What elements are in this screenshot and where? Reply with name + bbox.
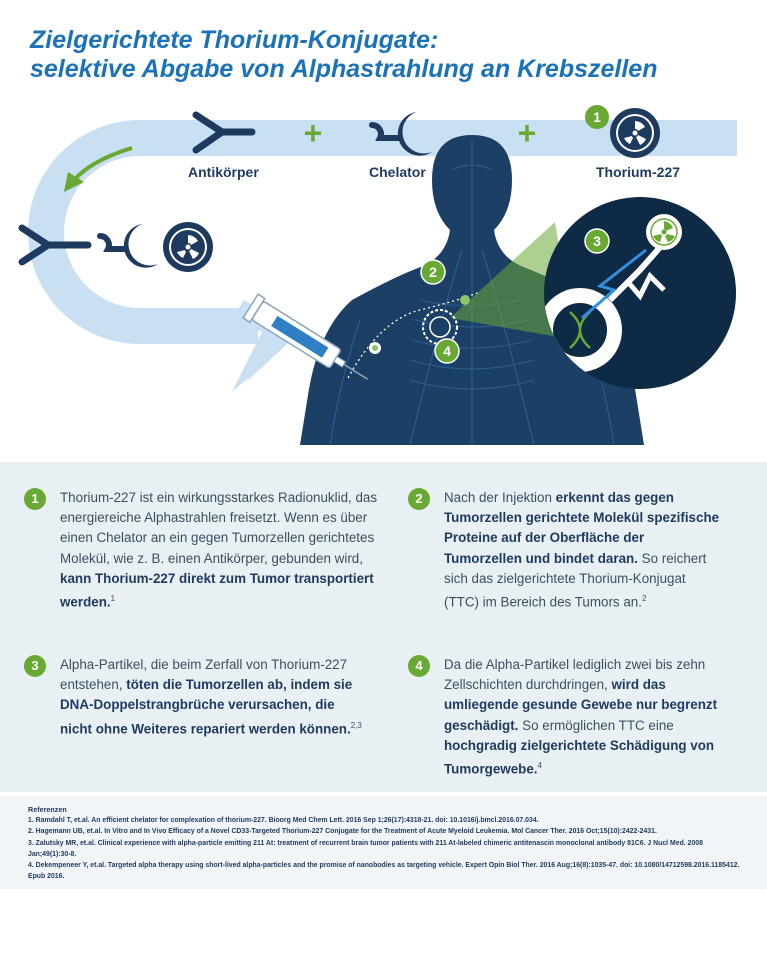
step-1-text-bold: kann Thorium-227 direkt zum Tumor transp…	[60, 570, 374, 610]
step-2-badge: 2	[408, 488, 430, 510]
step-2-text-plain-2: So reichert sich das zielgerichtete Thor…	[444, 550, 707, 610]
label-antibody: Antikörper	[188, 164, 259, 180]
step-marker-1: 1	[585, 105, 609, 129]
step-3-ref: 2,3	[350, 720, 362, 730]
svg-text:1: 1	[593, 109, 601, 125]
zoom-cone	[450, 222, 575, 340]
step-2-ref: 2	[641, 594, 647, 604]
conjugate-antibody-icon	[18, 224, 92, 266]
step-2-text: 2 Nach der Injektion erkennt das gegen T…	[408, 488, 722, 613]
step-4-text-bold-2: hochgradig zielgerichtete Schädigung von…	[444, 737, 715, 777]
step-2-text-plain: Nach der Injektion	[444, 490, 556, 505]
step-1-ref: 1	[110, 594, 116, 604]
reference-item: 4. Dekempeneer Y, et.al. Targeted alpha …	[28, 862, 740, 881]
svg-text:4: 4	[443, 343, 451, 359]
title-line-1: Zielgerichtete Thorium-Konjugate:	[30, 26, 439, 54]
step-4-text-plain-2: So ermöglichen TTC eine	[518, 717, 674, 733]
title-line-2: selektive Abgabe von Alphastrahlung an K…	[30, 55, 658, 83]
svg-text:3: 3	[593, 233, 601, 249]
step-4-text-plain: Da die Alpha-Partikel lediglich zwei bis…	[444, 657, 706, 693]
green-return-arrow	[64, 146, 133, 192]
plus-sign-1: +	[304, 115, 323, 151]
antibody-icon	[192, 111, 256, 154]
references-section: Referenzen 1. Ramdahl T, et.al. An effic…	[0, 796, 767, 889]
references-heading: Referenzen	[28, 805, 67, 814]
step-3-text-plain: Alpha-Partikel, die beim Zerfall von Tho…	[60, 657, 348, 693]
steps-panel: 1 Thorium-227 ist ein wirkungsstarkes Ra…	[0, 462, 767, 792]
step-marker-4: 4	[434, 338, 460, 364]
svg-text:2: 2	[429, 264, 437, 280]
step-4-text-bold: wird das umliegende gesunde Gewebe nur b…	[444, 677, 718, 733]
thorium-conjugate-illustration: + + 1 2 3	[18, 105, 737, 445]
step-4-text: 4 Da die Alpha-Partikel lediglich zwei b…	[408, 655, 734, 780]
step-1-text-plain: Thorium-227 ist ein wirkungsstarkes Radi…	[60, 490, 378, 566]
plus-sign-2: +	[518, 115, 537, 151]
label-chelator: Chelator	[369, 164, 426, 180]
label-thorium: Thorium-227	[596, 164, 681, 180]
step-1-badge: 1	[24, 488, 46, 510]
chelator-icon	[369, 112, 432, 156]
step-3-text: 3 Alpha-Partikel, die beim Zerfall von T…	[24, 655, 366, 739]
step-2-text-bold: erkennt das gegen Tumorzellen gerichtete…	[444, 490, 720, 566]
step-1-text: 1 Thorium-227 ist ein wirkungsstarkes Ra…	[24, 488, 378, 613]
step-3-badge: 3	[24, 655, 46, 677]
step-marker-3: 3	[584, 228, 610, 254]
conjugate-thorium-icon	[163, 222, 213, 272]
thorium-radiation-icon	[610, 108, 660, 158]
conjugate-chelator-icon	[97, 224, 158, 268]
step-4-ref: 4	[537, 761, 542, 771]
reference-item: 2. Hagemann UB, et.al. In Vitro and In V…	[28, 828, 657, 836]
step-marker-2: 2	[420, 259, 446, 285]
reference-item: 3. Zalutsky MR, et.al. Clinical experien…	[28, 839, 703, 858]
page-title: Zielgerichtete Thorium-Konjugate: selekt…	[30, 26, 750, 84]
syringe-icon	[242, 293, 369, 380]
step-4-badge: 4	[408, 655, 430, 677]
step-3-text-bold: töten die Tumorzellen ab, indem sie DNA-…	[60, 677, 353, 737]
reference-item: 1. Ramdahl T, et.al. An efficient chelat…	[28, 817, 539, 825]
